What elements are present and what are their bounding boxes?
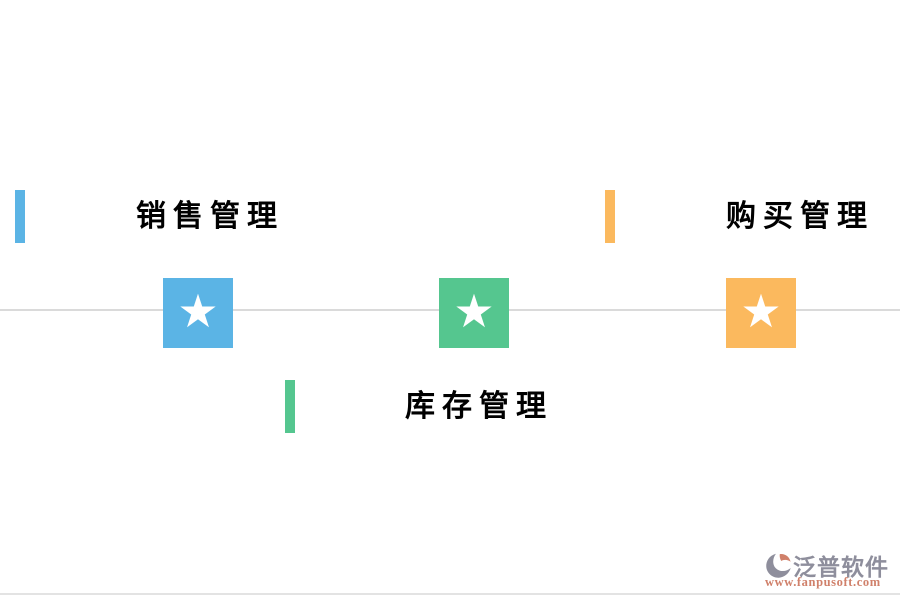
purchase-section-title: 购买管理 [726, 200, 874, 233]
sales-section-title: 销售管理 [136, 200, 284, 233]
bottom-border [0, 593, 900, 595]
brand-url: www.fanpusoft.com [765, 575, 881, 589]
star-icon: ★ [740, 284, 782, 338]
brand-logo-icon [766, 553, 791, 578]
brand-name: 泛普软件 [793, 554, 889, 580]
purchase-accent-bar [605, 190, 615, 243]
inventory-accent-bar [285, 380, 295, 433]
brand-watermark: 泛普软件 www.fanpusoft.com [763, 548, 898, 594]
sales-star-tile: ★ [163, 278, 233, 348]
inventory-section-title: 库存管理 [405, 390, 553, 423]
sales-accent-bar [15, 190, 25, 243]
star-icon: ★ [177, 284, 219, 338]
purchase-star-tile: ★ [726, 278, 796, 348]
inventory-star-tile: ★ [439, 278, 509, 348]
star-icon: ★ [453, 284, 495, 338]
